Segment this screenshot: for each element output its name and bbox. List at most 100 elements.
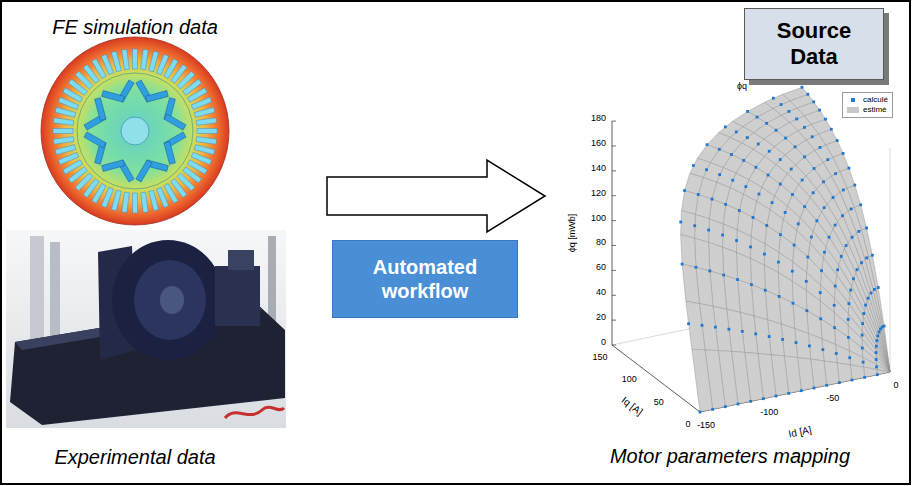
axis-tick bbox=[612, 195, 616, 196]
data-point bbox=[806, 93, 809, 96]
surface-cell bbox=[876, 346, 890, 372]
data-point bbox=[701, 324, 704, 327]
data-point bbox=[749, 400, 752, 403]
stator-slot bbox=[196, 118, 216, 126]
data-point bbox=[871, 254, 874, 257]
data-point bbox=[787, 392, 790, 395]
data-point bbox=[815, 219, 818, 222]
stator-slot bbox=[149, 51, 159, 72]
stator-slot bbox=[53, 118, 73, 126]
data-point bbox=[847, 318, 850, 321]
data-point bbox=[754, 166, 757, 169]
data-point bbox=[842, 189, 845, 192]
stator-slot bbox=[122, 49, 130, 69]
data-point bbox=[765, 122, 768, 125]
data-point bbox=[763, 253, 766, 256]
surface-cell bbox=[876, 355, 890, 372]
plot-title: ϕq bbox=[737, 81, 747, 91]
tick-label: 0 bbox=[685, 419, 690, 429]
axis-tick bbox=[612, 245, 616, 246]
surface-cell bbox=[692, 349, 713, 412]
rotor-pole bbox=[143, 83, 183, 123]
plot-guide-line bbox=[890, 148, 891, 372]
data-point bbox=[851, 236, 854, 239]
data-point bbox=[706, 143, 709, 146]
data-point bbox=[835, 352, 838, 355]
data-point bbox=[711, 198, 714, 201]
data-point bbox=[692, 164, 695, 167]
axis-tick bbox=[612, 145, 616, 146]
data-point bbox=[870, 292, 873, 295]
data-point bbox=[822, 180, 825, 183]
stator-slot bbox=[53, 129, 73, 134]
surface-cell bbox=[723, 247, 738, 280]
data-point bbox=[823, 206, 826, 209]
data-point bbox=[784, 137, 787, 140]
data-point bbox=[861, 322, 864, 325]
data-point bbox=[803, 156, 806, 159]
data-point bbox=[876, 334, 879, 337]
data-point bbox=[779, 158, 782, 161]
source-data-box: Source Data bbox=[744, 8, 884, 80]
magnet-bar bbox=[95, 98, 106, 121]
data-point bbox=[803, 205, 806, 208]
data-point bbox=[862, 361, 865, 364]
data-point bbox=[758, 193, 761, 196]
data-point bbox=[862, 312, 865, 315]
data-point bbox=[875, 358, 878, 361]
data-point bbox=[826, 158, 829, 161]
stator-slot bbox=[149, 190, 159, 211]
data-point bbox=[711, 408, 714, 411]
data-point bbox=[813, 387, 816, 390]
data-point bbox=[780, 103, 783, 106]
data-point bbox=[718, 148, 721, 151]
data-point bbox=[724, 125, 727, 128]
data-point bbox=[823, 251, 826, 254]
data-point bbox=[812, 191, 815, 194]
axis-title: Id [A] bbox=[787, 424, 812, 440]
tick-label: 180 bbox=[591, 113, 606, 123]
axis-tick bbox=[612, 345, 616, 346]
data-point bbox=[742, 159, 745, 162]
process-box: Automated workflow bbox=[332, 240, 518, 318]
data-point bbox=[834, 224, 837, 227]
tick-label: 20 bbox=[596, 312, 606, 322]
surface-cell bbox=[850, 365, 864, 380]
machine-hub bbox=[160, 286, 184, 314]
surface-cell bbox=[822, 339, 837, 363]
tick-label: 80 bbox=[596, 237, 606, 247]
data-point bbox=[749, 246, 752, 249]
data-point bbox=[746, 136, 749, 139]
data-point bbox=[863, 376, 866, 379]
data-point bbox=[746, 110, 749, 113]
data-point bbox=[803, 126, 806, 129]
data-point bbox=[772, 97, 775, 100]
surface-cell bbox=[736, 252, 751, 284]
data-point bbox=[795, 341, 798, 344]
tick-label: 0 bbox=[601, 337, 606, 347]
data-point bbox=[697, 193, 700, 196]
surface-plot bbox=[612, 81, 890, 413]
data-point bbox=[877, 286, 880, 289]
data-point bbox=[876, 373, 879, 376]
rotor-pole bbox=[143, 139, 183, 179]
data-point bbox=[679, 221, 682, 224]
data-point bbox=[687, 322, 690, 325]
surface-cell bbox=[681, 211, 696, 239]
data-point bbox=[875, 339, 878, 342]
legend-row: calculé bbox=[847, 95, 888, 105]
data-point bbox=[841, 214, 844, 217]
stator-slot bbox=[122, 192, 130, 212]
surface-cell bbox=[750, 258, 765, 290]
data-point bbox=[812, 100, 815, 103]
stator-slot bbox=[141, 49, 149, 69]
data-point bbox=[859, 203, 862, 206]
image-caption: Experimental data bbox=[54, 446, 215, 469]
stator-slot bbox=[111, 190, 121, 211]
data-point bbox=[779, 233, 782, 236]
data-point bbox=[828, 236, 831, 239]
data-point bbox=[764, 289, 767, 292]
data-point bbox=[699, 411, 702, 414]
axis-title: ϕq [mWb] bbox=[567, 214, 577, 253]
